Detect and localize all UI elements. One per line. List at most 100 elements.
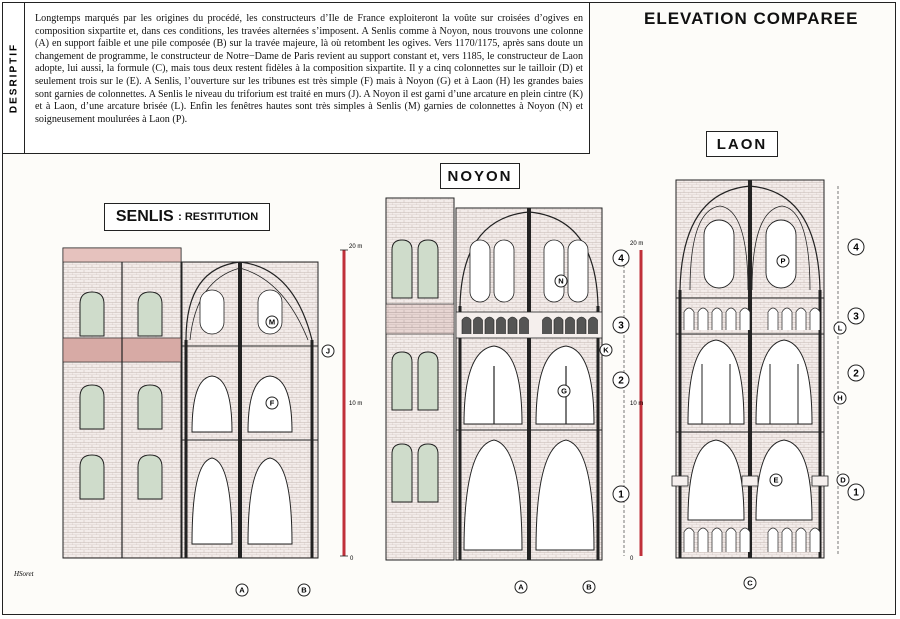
laon-level-4: 4 [853,242,859,253]
noyon-level-3-circle [612,316,630,334]
callout-a: A [518,583,524,592]
callout-m: M [269,318,275,327]
noyon-level-4-circle [612,249,630,267]
callout-p-circle [776,254,790,268]
laon-level-3: 3 [853,311,859,322]
label-noyon: NOYON [440,163,520,189]
laon-blind-arch [809,527,821,552]
noyon-triforium-arch [461,316,472,334]
noyon-triforium-arch [576,316,587,334]
noyon-triforium-arch [542,316,552,334]
scale-noyon: 20 m 10 m 0 [623,241,643,562]
callout-f-circle [265,396,279,410]
laon-triforium-arch [697,307,709,330]
callout-j-circle [321,344,335,358]
laon-blind-arch [767,527,779,552]
senlis-window [137,454,163,500]
noyon-level-4: 4 [618,253,624,264]
scale-senlis-mid: 10 m [349,401,362,407]
noyon-window [417,239,439,299]
laon-blind-arch [711,527,723,552]
laon-blind-arch [781,527,793,552]
label-laon: LAON [706,131,778,157]
callout-a: A [239,586,245,595]
callout-j: J [326,347,330,356]
noyon-level-2-circle [612,371,630,389]
callout-p: P [780,257,785,266]
laon-triforium-arch [739,307,751,330]
callout-h: H [837,394,842,403]
noyon-triforium-arch [473,316,483,334]
laon-level-2-circle [847,364,865,382]
callout-b-circle [582,580,596,594]
description-text: Longtemps marqués par les origines du pr… [35,13,583,125]
scale-noyon-zero: 0 [630,556,634,562]
scale-noyon-top: 20 m [630,241,643,247]
laon-level-1: 1 [853,487,859,498]
callout-l: L [838,324,843,333]
callout-m-circle [265,315,279,329]
callout-a-circle [514,580,528,594]
laon-triforium-arch [711,307,723,330]
callout-c: C [747,579,753,588]
laon-triforium-arch [767,307,779,330]
laon-triforium-arch [795,307,807,330]
noyon-triforium-arch [565,316,575,334]
scale-senlis-zero: 0 [350,556,354,562]
laon-triforium-arch [809,307,821,330]
noyon-window [417,351,439,411]
label-noyon-name: NOYON [447,167,513,185]
scale-noyon-mid: 10 m [630,401,643,407]
callout-l-circle [833,321,847,335]
callout-b: B [586,583,592,592]
noyon-triforium-arch [484,316,495,334]
noyon-window [391,443,413,503]
senlis-window [79,384,105,430]
page-title: ELEVATION COMPAREE [644,9,859,28]
label-senlis: SENLIS : RESTITUTION [104,203,270,231]
laon-blind-arch [697,527,709,552]
senlis-window [137,291,163,337]
callout-a-circle [235,583,249,597]
callout-n-circle [554,274,568,288]
laon-blind-arch [683,527,695,552]
scale-senlis-top: 20 m [349,244,362,250]
noyon-level-2: 2 [618,375,624,386]
senlis-window [137,384,163,430]
callout-g-circle [557,384,571,398]
noyon-triforium-arch [519,316,529,334]
noyon-level-3: 3 [618,320,624,331]
callout-n: N [558,277,563,286]
callout-h-circle [833,391,847,405]
laon-blind-arch [725,527,737,552]
callout-b-circle [297,583,311,597]
laon-blind-arch [739,527,751,552]
laon-elevation [671,179,829,559]
senlis-interior [181,261,319,559]
laon-level-3-circle [847,307,865,325]
description-box: DESRIPTIF Longtemps marqués par les orig… [2,2,590,154]
noyon-window [417,443,439,503]
scale-senlis: 20 m 10 m 0 [340,244,362,562]
callout-g: G [561,387,567,396]
senlis-window [79,454,105,500]
signature: HSoret [13,570,35,578]
senlis-windows [79,291,163,500]
label-senlis-name: SENLIS [115,208,174,225]
callout-f: F [270,399,275,408]
senlis-window [79,291,105,337]
laon-triforium-arch [725,307,737,330]
laon-triforium-arch [683,307,695,330]
description-label: DESRIPTIF [3,3,25,153]
noyon-interior [455,207,603,561]
callout-d: D [840,476,846,485]
noyon-triforium-arch [588,316,598,334]
noyon-triforium-arch [553,316,564,334]
callout-d-circle [836,473,850,487]
laon-level-1-circle [847,483,865,501]
noyon-level-1-circle [612,485,630,503]
callout-b: B [301,586,307,595]
noyon-triforium-arch [496,316,506,334]
